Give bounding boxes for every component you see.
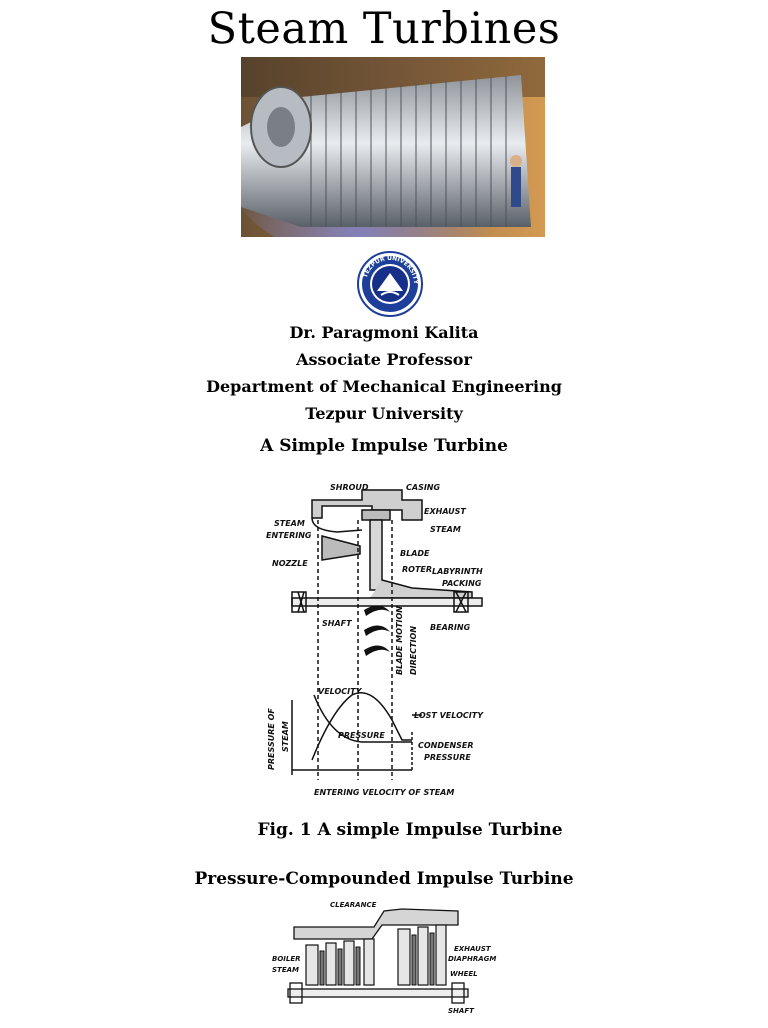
label-clearance: CLEARANCE — [330, 901, 377, 909]
label-steam-axis: STEAM — [281, 721, 290, 752]
label-shroud: SHROUD — [330, 483, 369, 492]
author-institution: Tezpur University — [305, 404, 463, 423]
label-blade-motion: BLADE MOTION — [395, 606, 404, 675]
label-pressure-of: PRESSURE OF — [267, 708, 276, 770]
label-steam-in: STEAM — [274, 519, 305, 528]
label-diaphragm: DIAPHRAGM — [448, 955, 496, 963]
label-nozzle: NOZZLE — [272, 559, 308, 568]
label-packing: PACKING — [442, 579, 482, 588]
label-shaft-2: SHAFT — [448, 1007, 475, 1015]
section-heading-pressure-compounded: Pressure-Compounded Impulse Turbine — [194, 869, 574, 889]
section-heading-impulse: A Simple Impulse Turbine — [260, 436, 508, 456]
label-condenser-pressure: PRESSURE — [424, 753, 471, 762]
label-entering-velocity: ENTERING VELOCITY OF STEAM — [314, 788, 454, 797]
author-position: Associate Professor — [296, 350, 472, 369]
label-blade: BLADE — [400, 549, 430, 558]
label-boiler: BOILER — [272, 955, 301, 963]
label-boiler-steam: STEAM — [272, 966, 299, 974]
label-lost-velocity: LOST VELOCITY — [414, 711, 484, 720]
label-labyrinth: LABYRINTH — [432, 567, 483, 576]
label-wheel: WHEEL — [450, 970, 478, 978]
label-velocity: VELOCITY — [318, 687, 363, 696]
page-title: Steam Turbines — [207, 4, 561, 54]
label-exhaust-2: EXHAUST — [454, 945, 492, 953]
impulse-turbine-diagram: SHROUD CASING EXHAUST STEAM STEAM ENTERI… — [252, 470, 524, 808]
label-roter: ROTER — [402, 565, 432, 574]
label-entering: ENTERING — [266, 531, 312, 540]
author-department: Department of Mechanical Engineering — [206, 377, 562, 396]
label-direction: DIRECTION — [409, 626, 418, 675]
university-logo: TEZPUR UNIVERSITY — [357, 251, 423, 317]
turbine-photo — [241, 57, 545, 237]
label-exhaust-steam: STEAM — [430, 525, 461, 534]
author-name: Dr. Paragmoni Kalita — [289, 323, 479, 342]
pressure-compounded-diagram: CLEARANCE BOILER STEAM EXHAUST DIAPHRAGM… — [252, 895, 524, 1024]
label-exhaust: EXHAUST — [424, 507, 466, 516]
label-shaft: SHAFT — [322, 619, 352, 628]
label-condenser: CONDENSER — [418, 741, 474, 750]
label-bearing: BEARING — [430, 623, 471, 632]
label-pressure: PRESSURE — [338, 731, 385, 740]
label-casing: CASING — [406, 483, 440, 492]
figure-caption-1: Fig. 1 A simple Impulse Turbine — [257, 820, 563, 840]
